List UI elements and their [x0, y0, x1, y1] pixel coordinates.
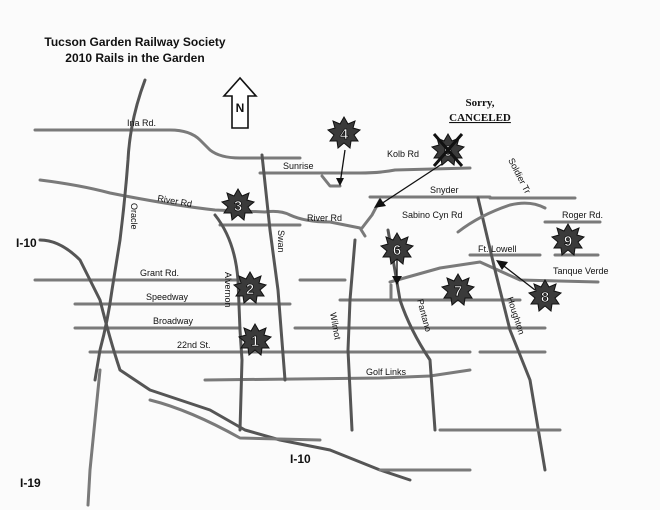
sunrise-road: [258, 166, 472, 175]
map-subtitle: 2010 Rails in the Garden: [65, 51, 204, 65]
label-wilmot: Wilmot: [328, 312, 343, 341]
label-houghton: Houghton: [505, 296, 527, 336]
label-river-west: River Rd: [157, 193, 193, 209]
label-alvernon: Alvernon: [223, 272, 233, 308]
swan-road: [260, 153, 287, 382]
interstate-10: [38, 238, 412, 482]
label-ftlowell: Ft. Lowell: [478, 244, 517, 254]
canceled-notice: Sorry, CANCELED: [449, 97, 511, 124]
label-river-east: River Rd: [307, 213, 342, 223]
interstate-19: [86, 368, 102, 507]
label-i10-south: I-10: [290, 452, 311, 466]
stop-3[interactable]: 3: [221, 188, 255, 221]
label-speedway: Speedway: [146, 292, 189, 302]
label-snyder: Snyder: [430, 185, 459, 195]
map-title: Tucson Garden Railway Society: [44, 35, 225, 49]
stop-2[interactable]: 2: [233, 271, 267, 304]
stop-6-number: 6: [393, 242, 401, 259]
stop-pointer-arrows: [336, 149, 536, 291]
canceled-x-icon: [432, 133, 464, 167]
houghton-road: [476, 196, 547, 472]
notice-sorry: Sorry,: [465, 97, 494, 109]
notice-canceled: CANCELED: [449, 112, 511, 124]
label-tanque: Tanque Verde: [553, 266, 609, 276]
label-kolb: Kolb Rd: [387, 149, 419, 159]
stop-1-number: 1: [251, 333, 259, 350]
stop-3-number: 3: [234, 198, 242, 215]
stop-8-number: 8: [541, 289, 549, 306]
stop-7-number: 7: [454, 283, 462, 300]
golf-links: [203, 368, 472, 382]
kolb-stub: [320, 174, 342, 188]
stop-9[interactable]: 9: [551, 223, 585, 256]
label-grant: Grant Rd.: [140, 268, 179, 278]
stop-4[interactable]: 4: [327, 116, 361, 149]
lower-road: [148, 398, 322, 442]
label-ina: Ina Rd.: [127, 118, 156, 128]
label-sunrise: Sunrise: [283, 161, 314, 171]
label-i10-west: I-10: [16, 236, 37, 250]
label-i19: I-19: [20, 476, 41, 490]
wilmot-road: [346, 238, 357, 432]
stop-7[interactable]: 7: [441, 273, 475, 306]
road-network: [33, 78, 602, 507]
pantano-road: [386, 228, 437, 432]
label-22nd: 22nd St.: [177, 340, 211, 350]
ina-road: [33, 128, 302, 160]
stop-4-number: 4: [340, 126, 349, 143]
stop-2-number: 2: [246, 281, 254, 298]
stop-6[interactable]: 6: [380, 232, 414, 265]
label-roger: Roger Rd.: [562, 210, 603, 220]
river-road: [38, 178, 367, 238]
label-soldier: Soldier Tr: [506, 156, 532, 195]
stop-9-number: 9: [564, 233, 572, 250]
label-broadway: Broadway: [153, 316, 194, 326]
soldier-trail: [456, 201, 547, 234]
label-golflinks: Golf Links: [366, 367, 407, 377]
tanque-verde: [388, 260, 600, 284]
stop-8[interactable]: 8: [528, 279, 562, 312]
label-sabino: Sabino Cyn Rd: [402, 210, 463, 220]
label-oracle: Oracle: [129, 203, 139, 230]
north-arrow-icon: N: [222, 76, 258, 129]
north-label: N: [236, 101, 245, 115]
alvernon-way: [213, 213, 244, 432]
label-swan: Swan: [276, 230, 286, 253]
stop-5-canceled[interactable]: 5: [431, 133, 465, 167]
stop-1[interactable]: 1: [238, 323, 272, 356]
